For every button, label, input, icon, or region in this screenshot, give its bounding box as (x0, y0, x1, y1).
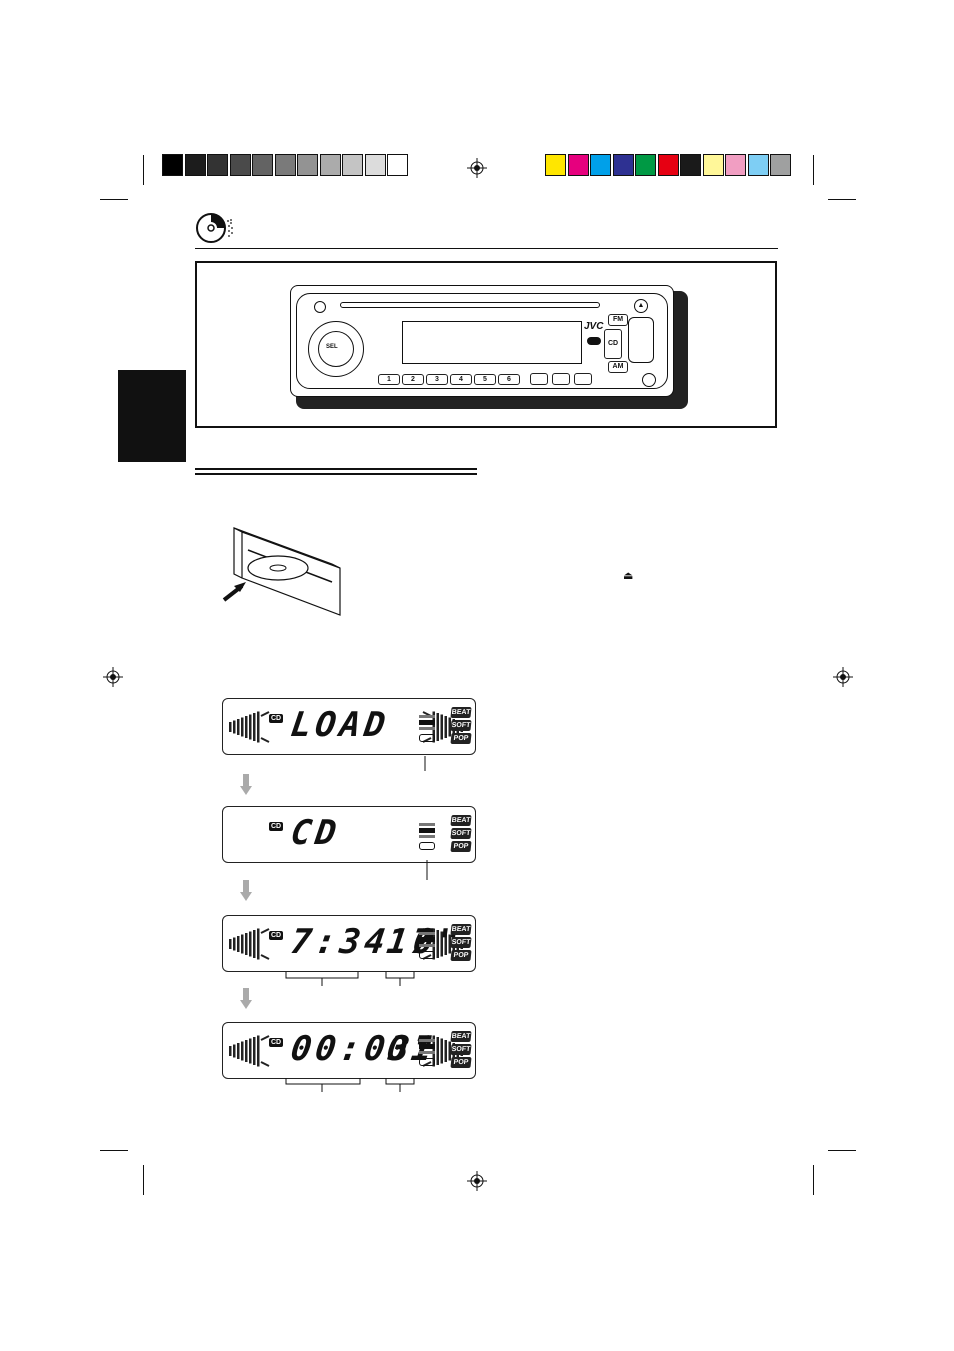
control-knob[interactable] (308, 321, 364, 377)
crop-mark (828, 199, 856, 200)
color-swatch (229, 154, 251, 176)
color-swatch (545, 154, 566, 176)
down-arrow-icon (240, 988, 252, 1009)
preset-button-1[interactable]: 1 (378, 374, 400, 385)
preset-button-6[interactable]: 6 (498, 374, 520, 385)
function-button[interactable] (574, 373, 592, 385)
disc-slot (340, 302, 600, 308)
color-swatch (162, 154, 183, 176)
function-button[interactable] (530, 373, 548, 385)
radio-illustration-frame (195, 261, 777, 428)
color-swatch (207, 154, 228, 176)
seek-button[interactable] (628, 317, 654, 363)
cd-indicator: CD (269, 1038, 284, 1047)
registration-mark-icon (467, 158, 487, 178)
section-rule (195, 473, 477, 475)
color-swatch (567, 154, 589, 176)
color-swatch (590, 154, 611, 176)
grayscale-bar (162, 154, 410, 176)
color-swatch (252, 154, 273, 176)
crop-mark (143, 155, 144, 185)
cd-indicator: CD (269, 714, 284, 723)
eject-icon: ⏏ (623, 570, 634, 582)
registration-mark-icon (833, 667, 853, 687)
crop-mark (100, 199, 128, 200)
cd-indicator: CD (269, 822, 284, 831)
cd-logo-icon (587, 337, 601, 345)
crop-mark (100, 1150, 128, 1151)
color-swatch (387, 154, 408, 176)
crop-mark (143, 1165, 144, 1195)
color-swatch (680, 154, 701, 176)
fm-button[interactable]: FM (608, 314, 628, 326)
crop-mark (813, 1165, 814, 1195)
disc-insertion-illustration (222, 527, 341, 616)
level-meter-icon (229, 1035, 270, 1067)
color-swatch (184, 154, 206, 176)
color-swatch (364, 154, 386, 176)
level-meter-icon (229, 711, 270, 743)
color-swatch (612, 154, 634, 176)
function-button[interactable] (552, 373, 570, 385)
color-swatch (657, 154, 679, 176)
color-swatch (342, 154, 363, 176)
loudness-indicator-icon (419, 823, 435, 853)
att-button[interactable] (642, 373, 656, 387)
color-swatch (319, 154, 341, 176)
brand-logo: JVC (584, 321, 604, 332)
crop-mark (828, 1150, 856, 1151)
eject-button[interactable]: ▲ (634, 299, 648, 313)
crop-mark (813, 155, 814, 185)
am-button[interactable]: AM (608, 361, 628, 373)
sel-label: SEL (326, 344, 338, 350)
level-meter-icon (229, 928, 270, 960)
color-swatch (770, 154, 791, 176)
header-rule (195, 248, 778, 249)
cd-icon (196, 213, 233, 243)
color-swatch (747, 154, 769, 176)
cd-button[interactable]: CD (604, 329, 622, 359)
loudness-indicator-icon (419, 932, 435, 962)
preset-button-2[interactable]: 2 (402, 374, 424, 385)
registration-mark-icon (467, 1171, 487, 1191)
color-swatch (274, 154, 296, 176)
down-arrow-icon (240, 880, 252, 901)
color-swatch (635, 154, 656, 176)
cd-indicator: CD (269, 931, 284, 940)
power-button[interactable] (314, 301, 326, 313)
preset-button-4[interactable]: 4 (450, 374, 472, 385)
down-arrow-icon (240, 774, 252, 795)
color-swatch (297, 154, 318, 176)
color-swatch (702, 154, 724, 176)
preset-button-3[interactable]: 3 (426, 374, 448, 385)
section-rule (195, 468, 477, 470)
side-tab (118, 370, 186, 462)
radio-display-window (402, 321, 582, 364)
color-swatch (725, 154, 746, 176)
color-bar (545, 154, 793, 176)
loudness-indicator-icon (419, 1039, 435, 1069)
loudness-indicator-icon (419, 715, 435, 745)
preset-button-5[interactable]: 5 (474, 374, 496, 385)
registration-mark-icon (103, 667, 123, 687)
